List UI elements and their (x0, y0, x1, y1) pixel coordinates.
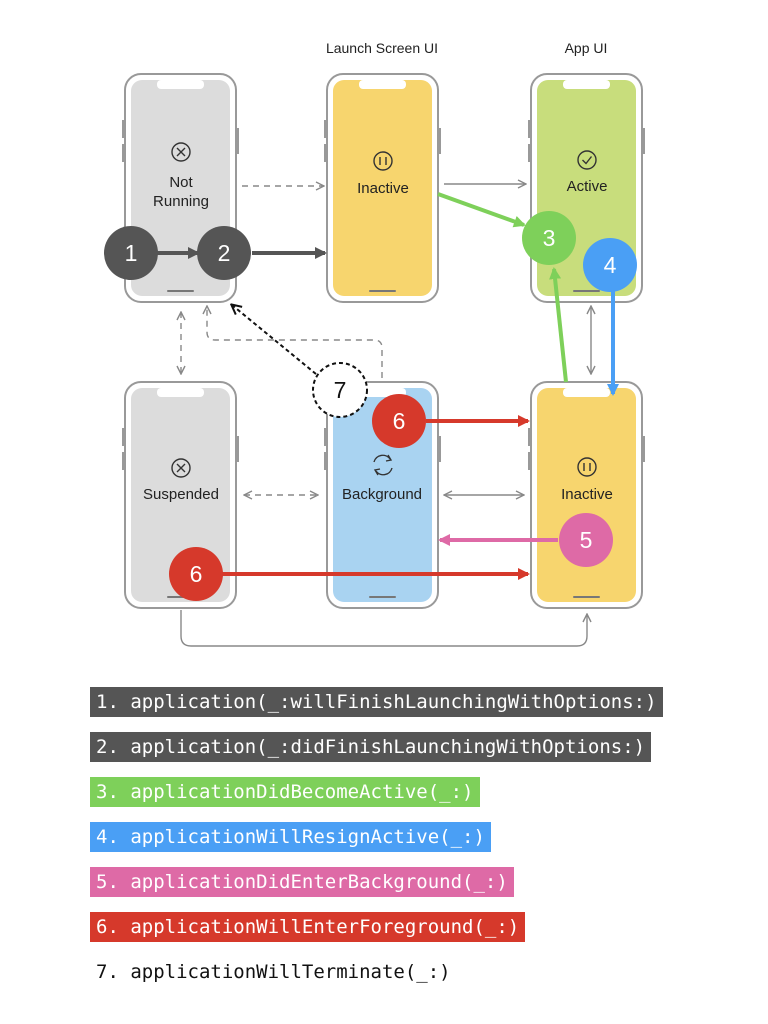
badge-7: 7 (312, 362, 368, 418)
arrow-background-to-notrunning (207, 306, 383, 378)
arrow-suspended-to-inactive (180, 610, 587, 647)
svg-text:6: 6 (393, 408, 406, 434)
pause-circle-icon (577, 457, 597, 477)
badge-2: 2 (197, 226, 251, 280)
badge-5: 5 (559, 513, 613, 567)
pause-circle-icon (373, 151, 393, 171)
not-running-label-line1: Not (169, 174, 193, 191)
legend-item-7: 7. applicationWillTerminate(_:) (96, 961, 451, 983)
legend-item-1: 1. application(_:willFinishLaunchingWith… (90, 687, 663, 717)
svg-text:2: 2 (218, 240, 231, 266)
active-label: Active (567, 178, 608, 195)
badge-1: 1 (104, 226, 158, 280)
legend-item-6: 6. applicationWillEnterForeground(_:) (90, 912, 526, 942)
app-lifecycle-diagram: Launch Screen UI App UI Not Running Inac… (104, 40, 645, 647)
svg-text:5: 5 (580, 527, 593, 553)
svg-text:7: 7 (334, 377, 347, 403)
svg-text:6: 6 (190, 561, 203, 587)
legend-item-5: 5. applicationDidEnterBackground(_:) (90, 867, 514, 897)
legend-item-3: 3. applicationDidBecomeActive(_:) (90, 777, 480, 807)
badge-6-top: 6 (372, 394, 426, 448)
arrow-step-3b (549, 267, 568, 383)
suspended-label: Suspended (143, 486, 219, 503)
svg-text:1: 1 (125, 240, 138, 266)
legend-item-2: 2. application(_:didFinishLaunchingWithO… (90, 732, 652, 762)
refresh-icon (373, 454, 393, 476)
svg-text:4: 4 (604, 252, 617, 278)
phone-launch-inactive: Inactive (324, 73, 441, 303)
check-circle-icon (577, 150, 597, 170)
phone-app-inactive: Inactive (528, 381, 645, 609)
background-label: Background (342, 486, 422, 503)
legend-item-4: 4. applicationWillResignActive(_:) (90, 822, 491, 852)
app-inactive-label: Inactive (561, 486, 613, 503)
x-circle-icon (171, 458, 191, 478)
launch-screen-title: Launch Screen UI (326, 40, 438, 56)
badge-6-bottom: 6 (169, 547, 223, 601)
app-ui-title: App UI (565, 40, 608, 56)
badge-3: 3 (522, 211, 576, 265)
svg-text:3: 3 (543, 225, 556, 251)
arrow-step-3a (437, 192, 526, 228)
x-circle-icon (171, 142, 191, 162)
not-running-label-line2: Running (153, 193, 209, 210)
badge-4: 4 (583, 238, 637, 292)
launch-inactive-label: Inactive (357, 180, 409, 197)
